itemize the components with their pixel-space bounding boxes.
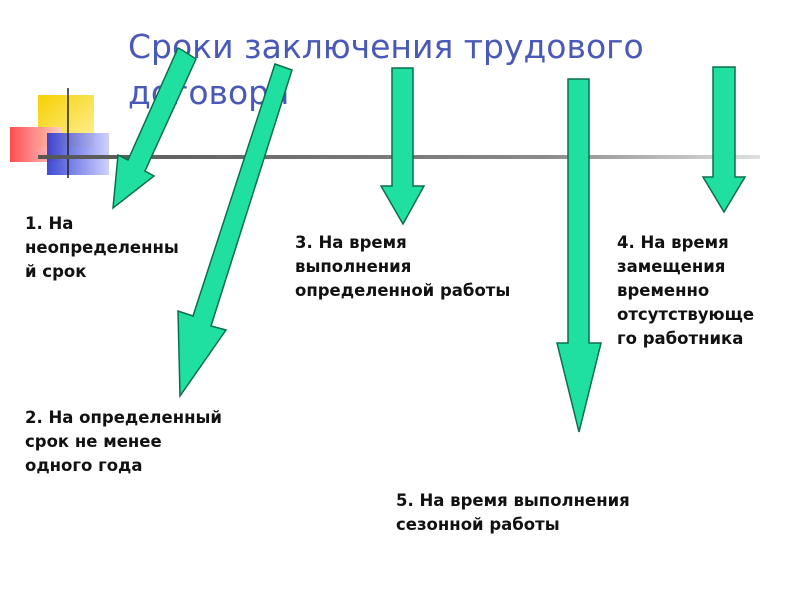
arrow-to-term-1 <box>112 46 197 210</box>
arrow-to-term-5 <box>556 78 602 433</box>
term-3-label: 3. На время выполнения определенной рабо… <box>295 233 511 300</box>
term-4-label: 4. На время замещения временно отсутству… <box>617 233 755 348</box>
term-2-label: 2. На определенный срок не менее одного … <box>25 408 222 475</box>
arrow-to-term-2 <box>177 63 293 399</box>
slide-title: Сроки заключения трудового договора <box>128 27 644 112</box>
term-1-label: 1. На неопределенны й срок <box>25 214 179 281</box>
term-5-label: 5. На время выполнения сезонной работы <box>396 491 630 534</box>
arrow-to-term-3 <box>379 67 426 226</box>
deco-blue-square <box>47 133 109 175</box>
arrow-to-term-4 <box>701 66 747 214</box>
